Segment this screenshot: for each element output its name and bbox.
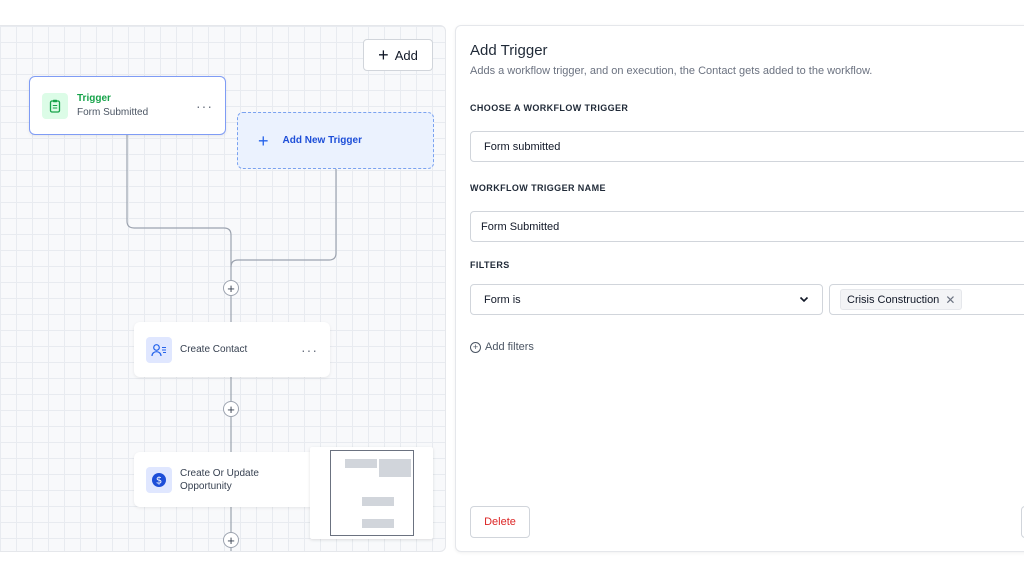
contact-more-icon[interactable]: ··· [301, 341, 318, 358]
delete-label: Delete [484, 516, 516, 528]
dollar-icon: $ [146, 466, 172, 493]
save-button[interactable] [1021, 506, 1024, 538]
minimap-viewport[interactable] [330, 450, 414, 536]
minimap-node [345, 459, 377, 468]
filter-field-select[interactable]: Form is [470, 284, 823, 315]
minimap[interactable] [310, 447, 433, 539]
add-filters-label: Add filters [485, 341, 534, 353]
clipboard-icon [42, 92, 68, 119]
trigger-node[interactable]: Trigger Form Submitted ··· [29, 76, 226, 135]
choose-trigger-label: CHOOSE A WORKFLOW TRIGGER [470, 103, 629, 113]
panel-description: Adds a workflow trigger, and on executio… [470, 65, 873, 77]
create-opportunity-node[interactable]: $ Create Or Update Opportunity [134, 452, 330, 507]
workflow-trigger-value: Form submitted [484, 140, 561, 153]
plus-icon: + [258, 130, 269, 151]
filter-value-text: Crisis Construction [847, 293, 940, 306]
minimap-node [362, 519, 394, 528]
trigger-name-input[interactable]: Form Submitted [470, 211, 1024, 242]
chevron-down-icon [799, 296, 809, 303]
trigger-name-value: Form Submitted [481, 220, 560, 233]
delete-button[interactable]: Delete [470, 506, 530, 538]
create-contact-node[interactable]: Create Contact ··· [134, 322, 330, 377]
trigger-node-subtitle: Form Submitted [77, 107, 149, 118]
add-filters-link[interactable]: + Add filters [470, 341, 534, 353]
add-button-label: Add [394, 47, 418, 63]
add-step-plus-icon[interactable]: + [223, 280, 239, 296]
trigger-more-icon[interactable]: ··· [196, 97, 213, 114]
trigger-name-label: WORKFLOW TRIGGER NAME [470, 183, 606, 193]
workflow-canvas[interactable]: + Add Trigger Form Submitted ··· + Add N… [0, 25, 446, 552]
filter-field-value: Form is [484, 293, 521, 306]
trigger-node-title: Trigger [77, 93, 111, 104]
plus-circle-icon: + [470, 341, 481, 353]
add-step-plus-icon[interactable]: + [223, 532, 239, 548]
minimap-node [362, 497, 394, 506]
create-contact-label: Create Contact [180, 344, 248, 355]
add-new-trigger-label: Add New Trigger [282, 135, 362, 146]
contact-icon [146, 336, 172, 363]
add-trigger-panel: Add Trigger Adds a workflow trigger, and… [455, 25, 1024, 552]
close-icon[interactable]: ✕ [945, 292, 956, 307]
add-new-trigger-button[interactable]: + Add New Trigger [237, 112, 434, 169]
add-step-plus-icon[interactable]: + [223, 401, 239, 417]
add-button[interactable]: + Add [363, 39, 433, 71]
create-opportunity-label: Create Or Update Opportunity [180, 467, 259, 492]
svg-text:$: $ [156, 475, 162, 486]
filter-value-select[interactable]: Crisis Construction ✕ [829, 284, 1024, 315]
minimap-node [379, 459, 411, 477]
panel-title: Add Trigger [470, 42, 548, 59]
filter-value-chip: Crisis Construction ✕ [840, 289, 963, 310]
plus-icon: + [378, 45, 389, 65]
filters-label: FILTERS [470, 260, 510, 270]
workflow-trigger-select[interactable]: Form submitted [470, 131, 1024, 162]
